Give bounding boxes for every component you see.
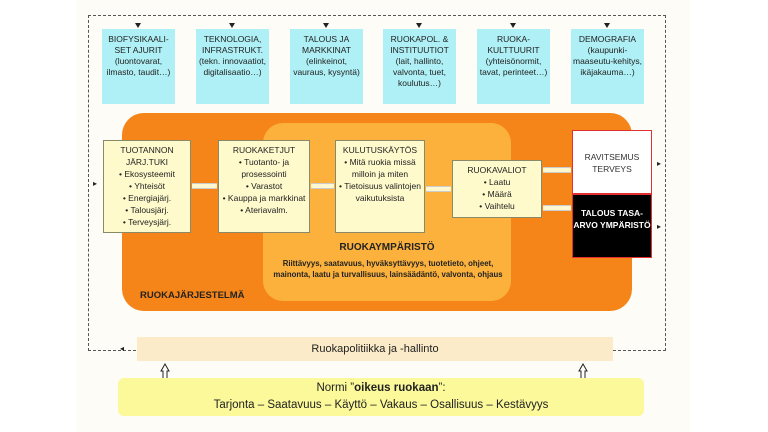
driver-culture: RUOKA-KULTTUURIT(yhteisönormit, tavat, p… xyxy=(477,29,550,104)
arrow-down-icon xyxy=(510,23,516,28)
driver-desc: (tekn. innovaatiot, digitalisaatio…) xyxy=(198,56,267,77)
norm-dimensions: Tarjonta – Saatavuus – Käyttö – Vakaus –… xyxy=(213,399,549,411)
diets-box: RUOKAVALIOT LaatuMääräVaihtelu xyxy=(452,160,542,218)
double-arrow-icon xyxy=(543,167,571,173)
list-item: Tietoisuus valintojen vaikutuksista xyxy=(336,180,424,204)
driver-technology: TEKNOLOGIA, INFRASTRUKT.(tekn. innovaati… xyxy=(196,29,269,104)
food-chains-box: RUOKAKETJUT Tuotanto- ja prosessointiVar… xyxy=(218,140,310,233)
arrow-down-icon xyxy=(229,23,235,28)
driver-demography: DEMOGRAFIA(kaupunki-maaseutu-kehitys, ik… xyxy=(571,29,644,104)
driver-title: RUOKA-KULTTUURIT xyxy=(487,34,540,55)
norm-suffix: ”: xyxy=(438,382,446,394)
arrow-down-icon xyxy=(323,23,329,28)
box-title: KULUTUSKÄYTÖS xyxy=(342,145,418,155)
driver-policy: RUOKAPOL. & INSTITUUTIOT(lait, hallinto,… xyxy=(383,29,456,104)
list-item: Määrä xyxy=(453,188,541,200)
food-system-label: RUOKAJÄRJESTELMÄ xyxy=(140,290,245,301)
driver-economy: TALOUS JA MARKKINAT(elinkeinot, vauraus,… xyxy=(290,29,363,104)
food-environment-title: RUOKAYMPÄRISTÖ xyxy=(339,242,435,253)
list-item: Talousjärj. xyxy=(104,204,190,216)
arrow-down-icon xyxy=(416,23,422,28)
box-title: TUOTANNON JÄRJ.TUKI xyxy=(120,145,174,167)
driver-desc: (luontovarat, ilmasto, taudit…) xyxy=(106,56,171,77)
food-environment-text: Riittävyys, saatavuus, hyväksyttävyys, t… xyxy=(273,259,503,279)
driver-desc: (elinkeinot, vauraus, kysyntä) xyxy=(293,56,360,77)
list-item: Terveysjärj. xyxy=(104,216,190,228)
arrow-down-icon xyxy=(604,23,610,28)
driver-desc: (lait, hallinto, valvonta, tuet, koulutu… xyxy=(393,56,446,88)
list-item: Varastot xyxy=(219,180,309,192)
box-title: RUOKAVALIOT xyxy=(467,165,527,175)
arrow-right-icon: ▸ xyxy=(93,179,98,188)
driver-title: TEKNOLOGIA, INFRASTRUKT. xyxy=(202,34,263,55)
arrow-right-icon: ▸ xyxy=(657,159,662,168)
driver-desc: (kaupunki-maaseutu-kehitys, ikäjakauma…) xyxy=(573,45,642,77)
list-item: Ateriavalm. xyxy=(219,204,309,216)
driver-title: DEMOGRAFIA xyxy=(578,34,637,44)
norm-keyword: oikeus ruokaan xyxy=(354,382,439,394)
list-item: Energiajärj. xyxy=(104,192,190,204)
list-item: Laatu xyxy=(453,176,541,188)
double-arrow-icon xyxy=(426,186,451,192)
driver-title: BIOFYSIKAALI-SET AJURIT xyxy=(108,34,169,55)
production-support-box: TUOTANNON JÄRJ.TUKI EkosysteemitYhteisöt… xyxy=(103,140,191,233)
driver-desc: (yhteisönormit, tavat, perinteet…) xyxy=(479,56,548,77)
arrow-down-icon xyxy=(135,23,141,28)
driver-title: TALOUS JA MARKKINAT xyxy=(302,34,351,55)
list-item: Mitä ruokia missä milloin ja miten xyxy=(336,156,424,180)
double-arrow-icon xyxy=(192,183,217,189)
list-item: Tuotanto- ja prosessointi xyxy=(219,156,309,180)
list-item: Kauppa ja markkinat xyxy=(219,192,309,204)
list-item: Vaihtelu xyxy=(453,200,541,212)
right-to-food-norm: Normi ”oikeus ruokaan”: Tarjonta – Saata… xyxy=(118,378,644,416)
food-policy-bar: Ruokapolitiikka ja -hallinto xyxy=(137,337,613,361)
consumption-box: KULUTUSKÄYTÖS Mitä ruokia missä milloin … xyxy=(335,140,425,233)
box-title: RUOKAKETJUT xyxy=(232,145,296,155)
arrow-left-icon: ◂ xyxy=(120,344,125,353)
double-arrow-icon xyxy=(543,205,571,211)
driver-biophysical: BIOFYSIKAALI-SET AJURIT(luontovarat, ilm… xyxy=(102,29,175,104)
list-item: Yhteisöt xyxy=(104,180,190,192)
list-item: Ekosysteemit xyxy=(104,168,190,180)
driver-title: RUOKAPOL. & INSTITUUTIOT xyxy=(390,34,449,55)
economy-equality-environment-box: TALOUS TASA-ARVO YMPÄRISTÖ xyxy=(572,194,652,258)
norm-prefix: Normi ” xyxy=(316,382,355,394)
arrow-right-icon: ▸ xyxy=(657,222,662,231)
nutrition-health-box: RAVITSEMUS TERVEYS xyxy=(572,130,652,194)
double-arrow-icon xyxy=(311,183,334,189)
